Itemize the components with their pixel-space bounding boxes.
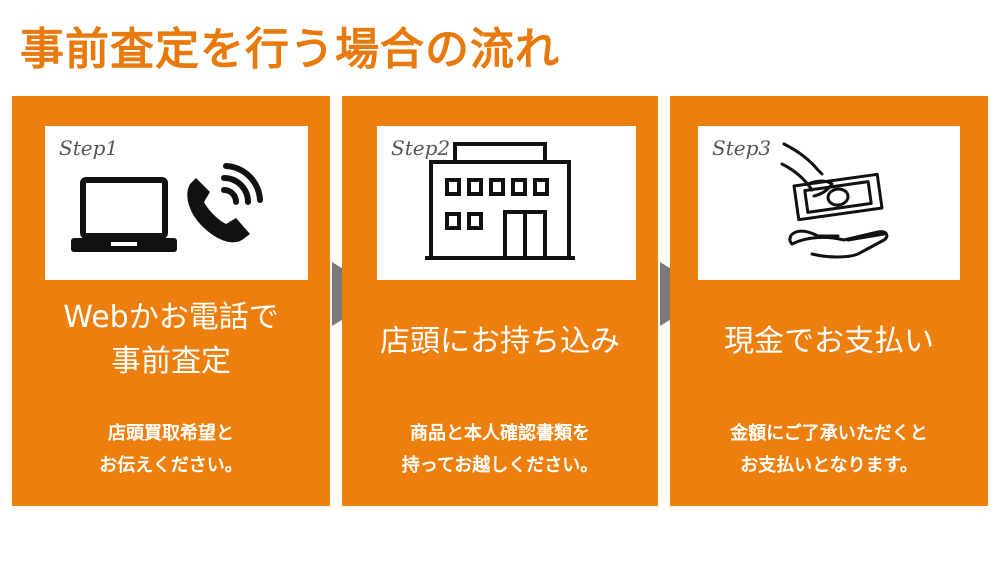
step-3-heading: 現金でお支払い — [670, 320, 988, 364]
step-3-description: 金額にご了承いただくと お支払いとなります。 — [670, 418, 988, 482]
step-2-desc-line1: 商品と本人確認書類を — [410, 423, 590, 444]
page-title: 事前査定を行う場合の流れ — [20, 24, 560, 75]
phone-icon — [187, 163, 263, 243]
step-3-desc-line1: 金額にご了承いただくと — [730, 423, 928, 444]
step-3-heading-line1: 現金でお支払い — [724, 324, 934, 359]
step-2-illustration: Step2 — [377, 126, 636, 280]
step-3-label: Step3 — [712, 136, 772, 160]
building-icon — [425, 142, 575, 260]
step-2-heading: 店頭にお持ち込み — [342, 320, 658, 364]
step-2-label: Step2 — [391, 136, 451, 160]
step-1-heading-line2: 事前査定 — [111, 344, 231, 379]
step-2-desc-line2: 持ってお越しください。 — [401, 455, 599, 476]
step-2-heading-line1: 店頭にお持ち込み — [380, 324, 620, 359]
step-1-description: 店頭買取希望と お伝えください。 — [12, 418, 330, 482]
step-2-description: 商品と本人確認書類を 持ってお越しください。 — [342, 418, 658, 482]
cash-payment-icon — [780, 142, 889, 259]
step-1-desc-line2: お伝えください。 — [99, 455, 243, 476]
laptop-icon — [71, 177, 177, 252]
step-3-illustration: Step3 — [698, 126, 960, 280]
step-3-panel: Step3 現金でお支払い 金額にご了承いただくと お支払いとなります。 — [670, 96, 988, 506]
step-1-desc-line1: 店頭買取希望と — [108, 423, 234, 444]
step-1-illustration: Step1 — [45, 126, 308, 280]
step-1-label: Step1 — [59, 136, 119, 160]
step-3-desc-line2: お支払いとなります。 — [740, 455, 918, 476]
step-1-heading: Webかお電話で 事前査定 — [12, 296, 330, 384]
step-1-panel: Step1 Webかお電話で 事前査定 店頭買取希望と お伝えください。 — [12, 96, 330, 506]
step-1-heading-line1: Webかお電話で — [63, 300, 279, 335]
step-2-panel: Step2 店頭にお持ち込み 商品と本人確認書類を 持ってお越しください。 — [342, 96, 658, 506]
